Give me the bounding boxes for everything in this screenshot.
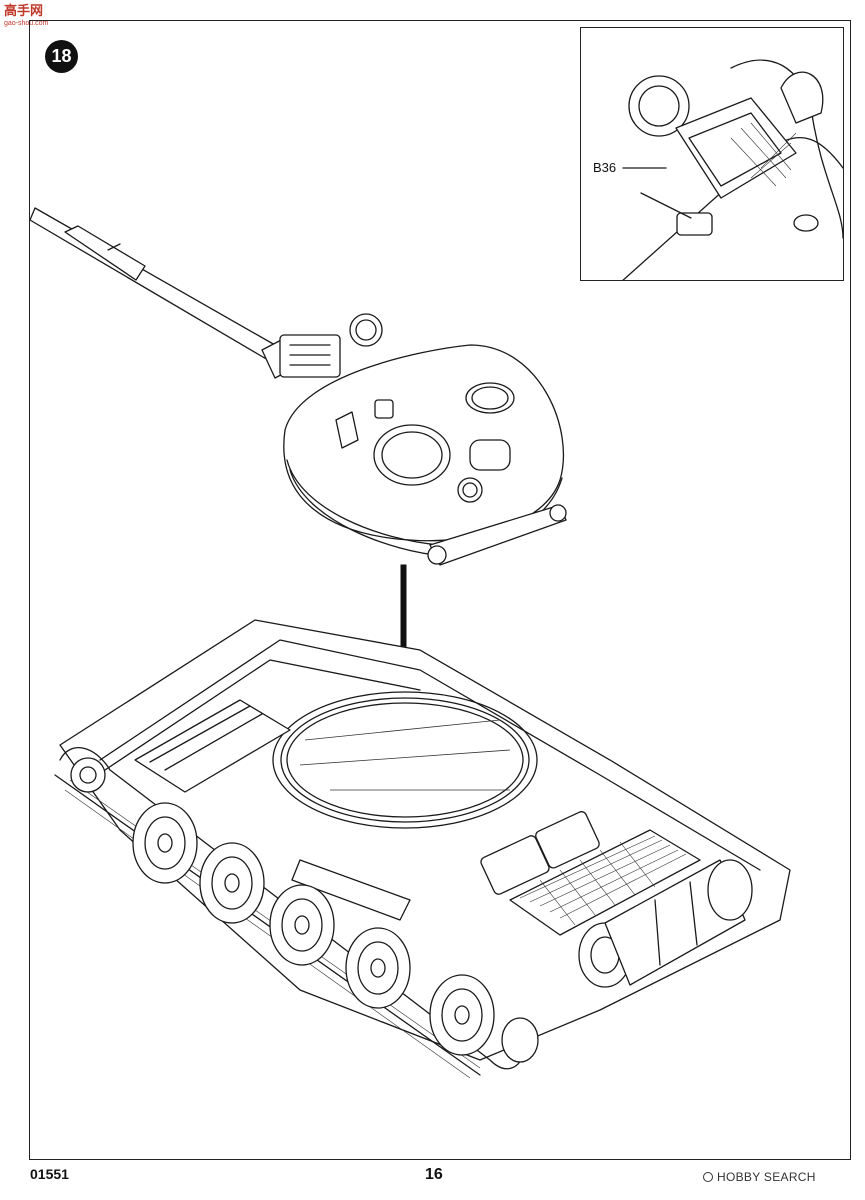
- gun-barrel: [29, 207, 301, 379]
- instruction-page-frame: [29, 20, 851, 1160]
- step-number-badge: 18: [45, 40, 78, 73]
- part-callout-b36: B36: [593, 160, 617, 175]
- watermark-text: 高手网: [4, 3, 44, 18]
- site-watermark: 高手网 gao-shou.com: [4, 4, 48, 30]
- brand-watermark: HOBBY SEARCH: [703, 1170, 816, 1184]
- step-number: 18: [51, 46, 72, 66]
- road-wheel: [269, 884, 335, 966]
- turret: [279, 313, 567, 566]
- detail-inset: B36: [580, 27, 844, 281]
- road-wheel: [345, 927, 411, 1009]
- road-wheel: [132, 802, 198, 884]
- brand-text: HOBBY SEARCH: [717, 1170, 816, 1184]
- brand-logo-icon: [703, 1172, 713, 1182]
- road-wheel: [429, 974, 495, 1056]
- running-gear: [54, 747, 539, 1079]
- road-wheel: [199, 842, 265, 924]
- tank-hull: [59, 619, 791, 1061]
- page-number: 16: [425, 1166, 443, 1183]
- detail-drawing: [622, 59, 843, 280]
- kit-code: 01551: [30, 1166, 69, 1182]
- watermark-sub: gao-shou.com: [4, 20, 49, 27]
